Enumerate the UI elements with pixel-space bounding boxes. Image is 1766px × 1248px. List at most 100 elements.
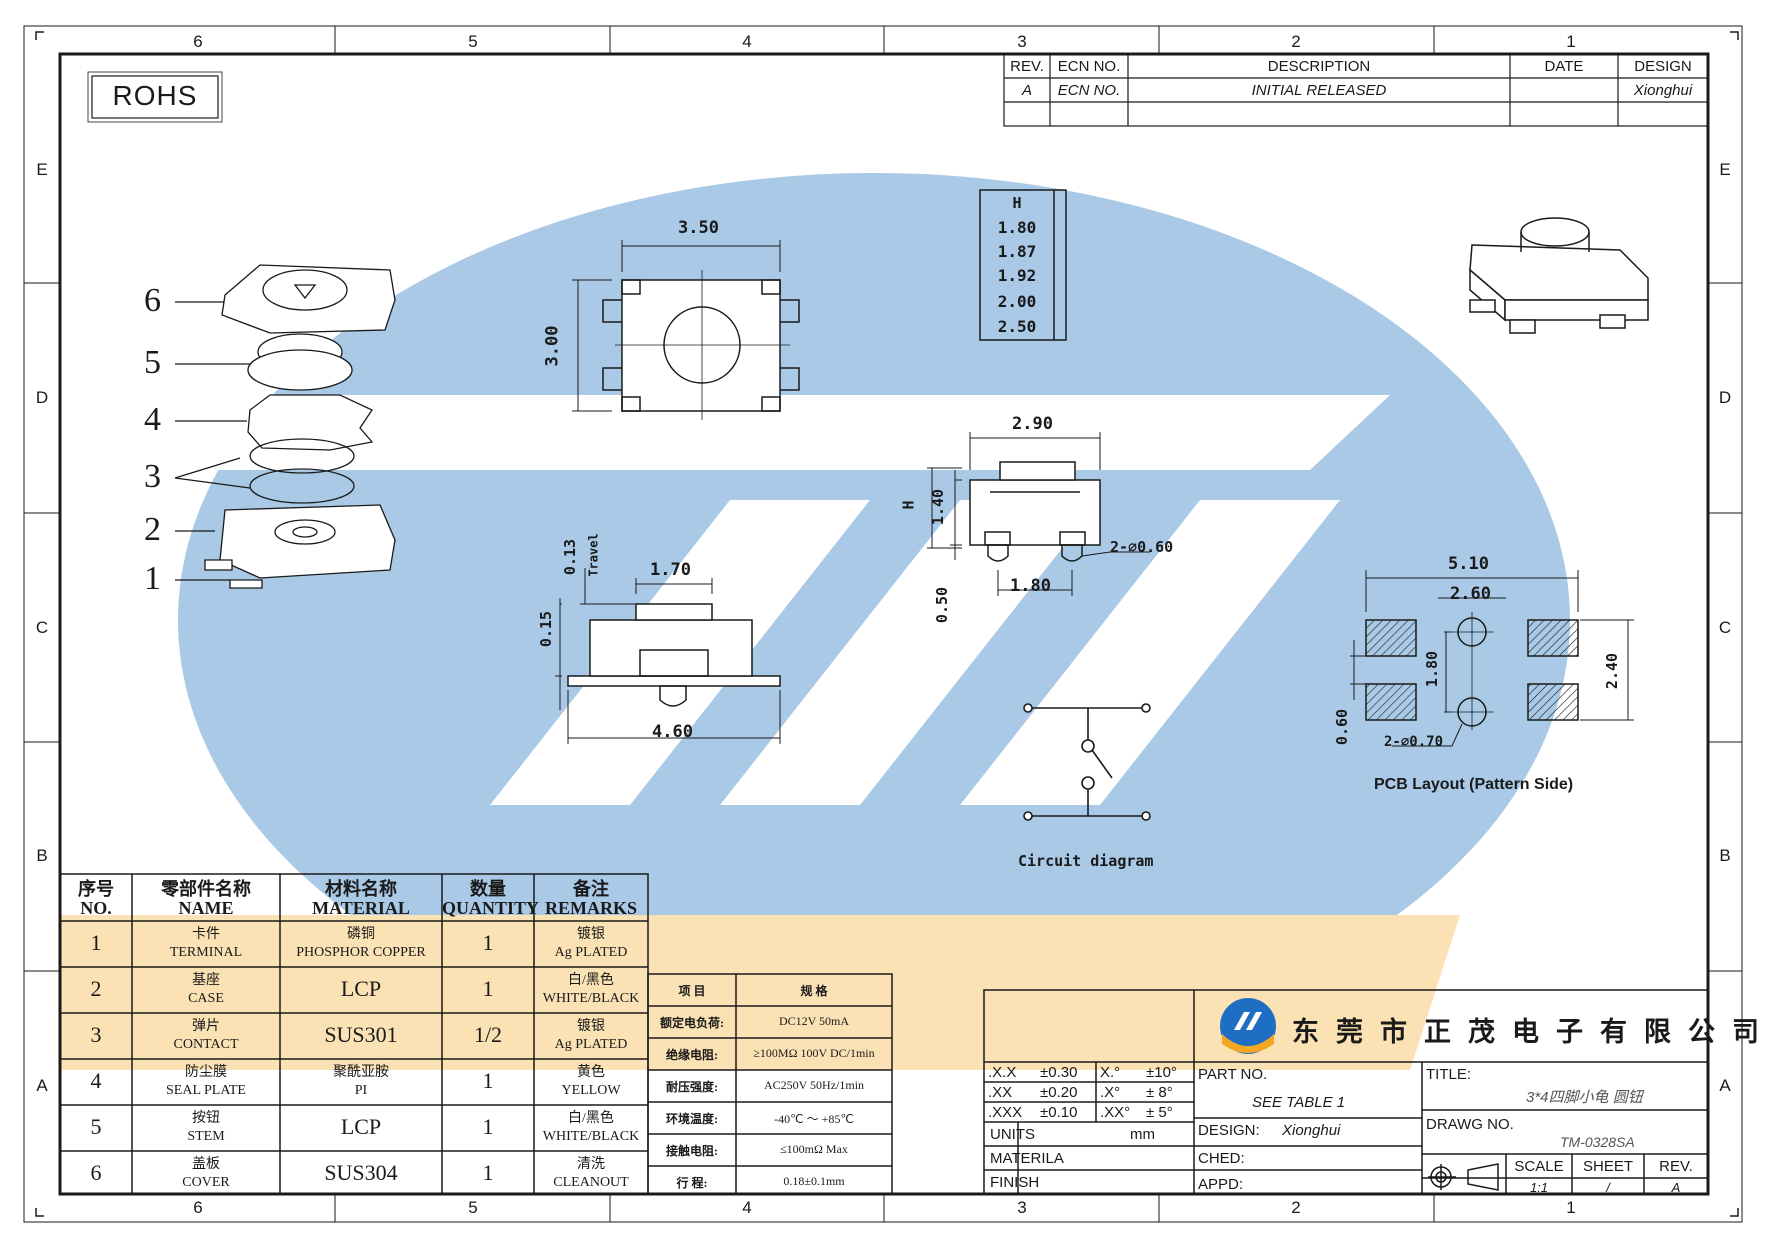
scale-label: SCALE — [1514, 1158, 1564, 1175]
front-view-body-height: 1.40 — [929, 488, 948, 526]
bom-row-qty: 1 — [482, 1114, 494, 1139]
rev-header-design: DESIGN — [1634, 58, 1692, 75]
circuit-diagram — [1023, 703, 1151, 821]
front-view-holes: 2-∅0.60 — [1110, 538, 1174, 556]
bom-row-material: LCP — [340, 976, 382, 1001]
bom-row-material: SUS301 — [324, 1022, 398, 1047]
tol-linear-1-value: ±0.30 — [1040, 1064, 1078, 1081]
zone-bottom-3: 3 — [1017, 1198, 1027, 1217]
spec-header-spec: 规 格 — [800, 984, 828, 998]
zone-top-1: 1 — [1566, 32, 1576, 51]
rev-row-description: INITIAL RELEASED — [1251, 82, 1387, 99]
tol-linear-3: .XXX — [988, 1104, 1023, 1121]
isometric-view — [1469, 217, 1649, 334]
design-value: Xionghui — [1282, 1122, 1341, 1139]
bom-row-no: 1 — [90, 930, 102, 955]
spec-row-value: AC250V 50Hz/1min — [763, 1078, 865, 1092]
ched-label: CHED: — [1198, 1150, 1245, 1167]
side-view-overall: 4.60 — [652, 722, 693, 742]
top-view — [572, 240, 800, 420]
part-label-6: 6 — [144, 282, 161, 319]
drawg-no-label: DRAWG NO. — [1426, 1116, 1514, 1133]
zone-right-E: E — [1719, 160, 1731, 179]
front-view-pitch: 1.80 — [1010, 576, 1051, 596]
spec-row-label: 环境温度: — [666, 1112, 718, 1126]
spec-row-label: 耐压强度: — [666, 1080, 718, 1094]
bom-row-material: SUS304 — [324, 1160, 398, 1185]
front-view-pin: 0.50 — [933, 586, 952, 624]
pcb-layout — [1350, 570, 1634, 747]
zone-bottom-6: 6 — [193, 1198, 203, 1217]
rev-value: A — [1671, 1180, 1681, 1195]
rev-header-rev: REV. — [1010, 58, 1044, 75]
zone-top-6: 6 — [193, 32, 203, 51]
side-view — [555, 568, 781, 744]
revision-table-grid — [1003, 53, 1709, 127]
tol-angle-1: X.° — [1100, 1064, 1121, 1081]
tol-linear-1: .X.X — [988, 1064, 1017, 1081]
rev-header-date: DATE — [1544, 58, 1584, 75]
height-value: 2.00 — [997, 292, 1037, 311]
zone-left-D: D — [35, 388, 49, 407]
spec-row-label: 行 程: — [676, 1176, 708, 1190]
bom-row-qty: 1 — [482, 976, 494, 1001]
watermark-slash-2 — [720, 500, 1100, 805]
watermark-slash-3 — [960, 500, 1340, 805]
design-label: DESIGN: — [1198, 1122, 1260, 1139]
tol-linear-2: .XX — [988, 1084, 1013, 1101]
company-logo — [1220, 998, 1276, 1054]
rev-label: REV. — [1659, 1158, 1693, 1175]
pcb-caption: PCB Layout (Pattern Side) — [1374, 776, 1574, 793]
zone-bottom-1: 1 — [1566, 1198, 1576, 1217]
spec-row-value: -40℃ ～ +85℃ — [774, 1112, 854, 1126]
zone-left-E: E — [36, 160, 48, 179]
height-value: 1.87 — [997, 242, 1037, 261]
pcb-pad: 0.60 — [1333, 708, 1352, 746]
zone-right-D: D — [1718, 388, 1732, 407]
scale-value: 1:1 — [1529, 1180, 1549, 1195]
spec-row-value: ≥100MΩ 100V DC/1min — [753, 1046, 875, 1060]
side-view-offset: 0.15 — [537, 610, 556, 648]
rohs-box — [91, 75, 219, 119]
zone-bottom-4: 4 — [742, 1198, 752, 1217]
top-view-height: 3.00 — [542, 325, 563, 367]
tol-angle-3: .XX° — [1100, 1104, 1131, 1121]
spec-table-grid — [647, 973, 893, 1195]
zone-left-A: A — [36, 1076, 48, 1095]
front-view — [927, 432, 1150, 596]
spec-header-item: 项 目 — [678, 984, 706, 998]
spec-row-label: 额定电负荷: — [660, 1016, 724, 1030]
title-label: TITLE: — [1426, 1066, 1472, 1083]
bom-row-qty: 1 — [482, 1160, 494, 1185]
rev-header-description: DESCRIPTION — [1267, 58, 1371, 75]
sheet-border — [23, 25, 1743, 1223]
units-label: UNITS — [990, 1126, 1035, 1143]
tol-angle-3-value: ± 5° — [1146, 1104, 1173, 1121]
pcb-inner: 2.60 — [1450, 584, 1491, 604]
drawg-no-value: TM-0328SA — [1560, 1134, 1635, 1150]
circuit-caption: Circuit diagram — [1018, 852, 1154, 870]
pcb-holes: 2-∅0.70 — [1384, 734, 1444, 750]
side-view-travel-label: Travel — [586, 533, 601, 577]
tol-angle-2-value: ± 8° — [1146, 1084, 1173, 1101]
bom-row-qty: 1 — [482, 1068, 494, 1093]
zone-top-5: 5 — [468, 32, 478, 51]
top-view-width: 3.50 — [678, 218, 719, 238]
pcb-pitch-v: 1.80 — [1423, 650, 1442, 688]
part-label-1: 1 — [144, 560, 161, 597]
bom-row-no: 4 — [90, 1068, 102, 1093]
bom-row-qty: 1/2 — [473, 1022, 503, 1047]
finish-label: FINISH — [990, 1174, 1040, 1191]
height-value: 1.80 — [997, 218, 1037, 237]
zone-top-4: 4 — [742, 32, 752, 51]
side-view-travel: 0.13 — [561, 538, 580, 576]
